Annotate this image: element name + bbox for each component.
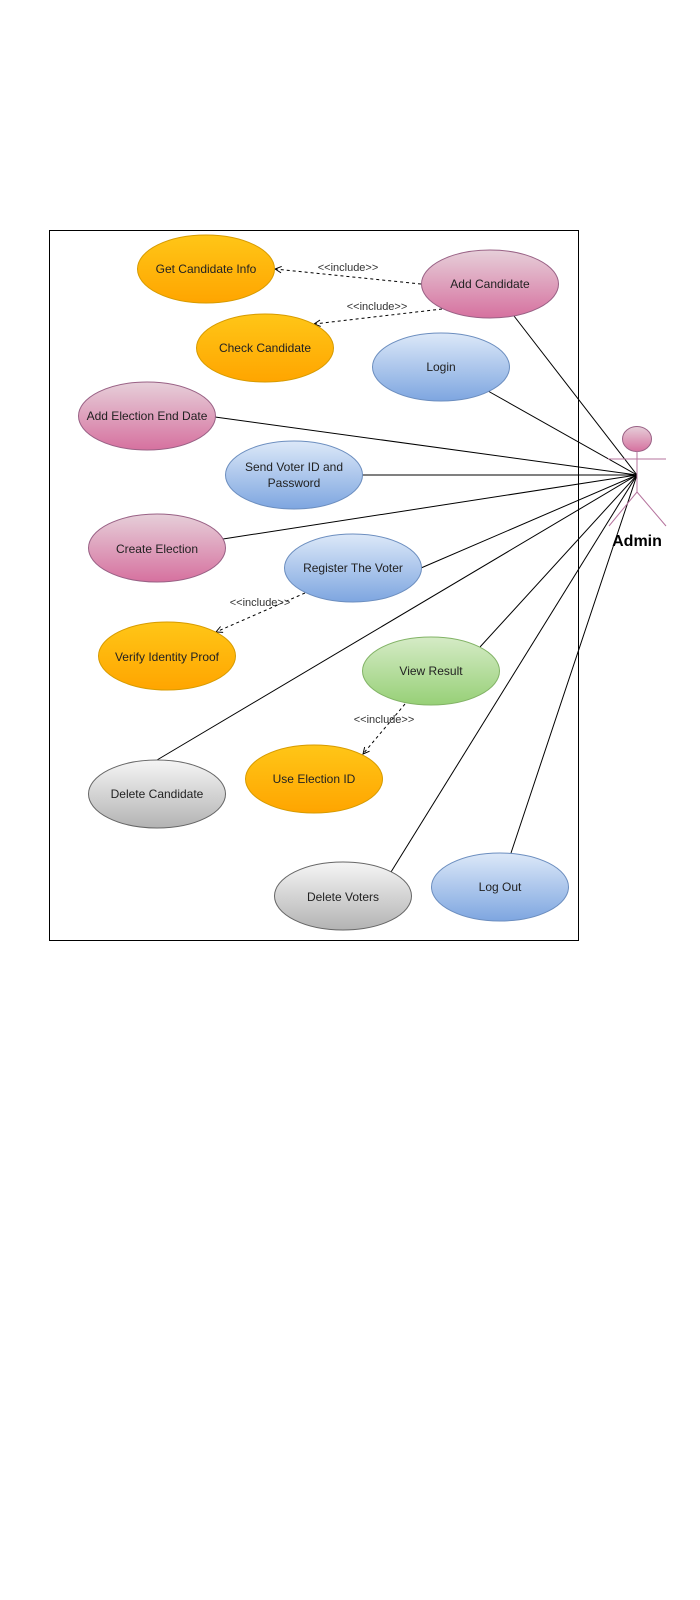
actor-name: Admin — [612, 533, 662, 550]
use-case-login[interactable]: Login — [372, 332, 510, 402]
use-case-create-election[interactable]: Create Election — [88, 513, 226, 583]
use-case-label: View Result — [399, 664, 463, 678]
use-case-label: Create Election — [116, 542, 198, 556]
use-case-label: Check Candidate — [219, 341, 311, 355]
use-case-add-election-end-date[interactable]: Add Election End Date — [78, 381, 216, 451]
use-case-label: Get Candidate Info — [156, 262, 257, 276]
use-case-label: Send Voter ID and — [245, 460, 343, 474]
assoc-delete-candidate — [156, 474, 638, 761]
actor-admin[interactable]: Admin — [608, 426, 667, 551]
include-label: <<include>> — [354, 714, 415, 726]
use-case-label: Use Election ID — [273, 772, 356, 786]
use-case-view-result[interactable]: View Result — [362, 636, 500, 706]
assoc-view-result — [479, 474, 638, 648]
include-arrow-election-id — [363, 703, 406, 754]
include-label: <<include>> — [318, 262, 379, 274]
use-case-log-out[interactable]: Log Out — [431, 852, 569, 922]
use-case-label: Register The Voter — [303, 561, 403, 575]
use-case-delete-candidate[interactable]: Delete Candidate — [88, 759, 226, 829]
include-relations — [216, 269, 443, 754]
use-case-add-candidate[interactable]: Add Candidate — [421, 249, 559, 319]
include-arrow-verify — [216, 592, 306, 632]
assoc-delete-voters — [390, 474, 638, 873]
assoc-register-voter — [420, 474, 638, 569]
assoc-login — [487, 390, 638, 476]
assoc-log-out — [510, 474, 638, 854]
use-case-use-election-id[interactable]: Use Election ID — [245, 744, 383, 814]
use-case-verify-identity-proof[interactable]: Verify Identity Proof — [98, 621, 236, 691]
use-case-label: Delete Candidate — [111, 787, 204, 801]
use-case-label: Add Candidate — [450, 277, 530, 291]
use-case-send-voter-id-password[interactable]: Send Voter ID and Password — [225, 440, 363, 510]
use-case-label: Login — [426, 360, 455, 374]
use-case-label: Verify Identity Proof — [115, 650, 220, 664]
use-case-label: Add Election End Date — [87, 409, 208, 423]
assoc-create-election — [222, 474, 638, 540]
include-label: <<include>> — [230, 597, 291, 609]
use-case-register-voter[interactable]: Register The Voter — [284, 533, 422, 603]
include-label: <<include>> — [347, 301, 408, 313]
associations — [156, 315, 638, 873]
use-case-label: Log Out — [479, 880, 522, 894]
use-case-label: Delete Voters — [307, 890, 379, 904]
use-case-get-candidate-info[interactable]: Get Candidate Info — [137, 234, 275, 304]
include-arrow-get-info — [275, 269, 422, 285]
assoc-add-candidate — [513, 315, 638, 476]
system-boundary — [49, 230, 579, 941]
assoc-add-election-end-date — [214, 416, 638, 476]
use-case-delete-voters[interactable]: Delete Voters — [274, 861, 412, 931]
stick-figure-icon — [608, 426, 667, 527]
use-case-check-candidate[interactable]: Check Candidate — [196, 313, 334, 383]
use-case-label: Password — [268, 476, 321, 490]
